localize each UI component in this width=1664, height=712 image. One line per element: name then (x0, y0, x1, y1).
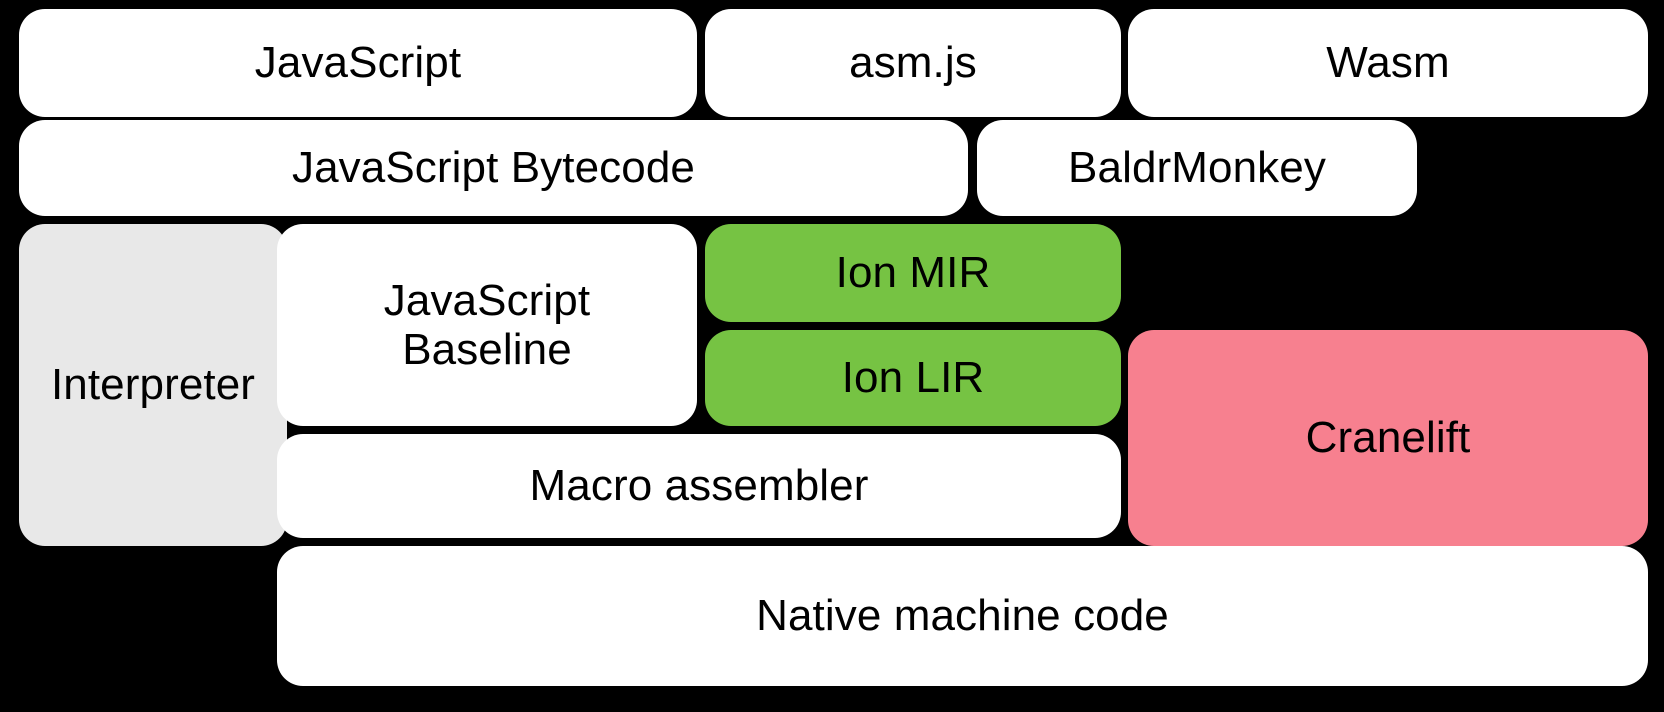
node-ion-mir: Ion MIR (705, 224, 1121, 322)
node-javascript-baseline: JavaScript Baseline (277, 224, 697, 426)
node-ion-lir: Ion LIR (705, 330, 1121, 426)
node-baldrmonkey: BaldrMonkey (977, 120, 1417, 216)
node-interpreter: Interpreter (19, 224, 287, 546)
node-native-machine-code: Native machine code (277, 546, 1648, 686)
node-wasm: Wasm (1128, 9, 1648, 117)
node-asmjs: asm.js (705, 9, 1121, 117)
node-javascript: JavaScript (19, 9, 697, 117)
node-cranelift: Cranelift (1128, 330, 1648, 546)
node-macro-assembler: Macro assembler (277, 434, 1121, 538)
node-javascript-bytecode: JavaScript Bytecode (19, 120, 968, 216)
